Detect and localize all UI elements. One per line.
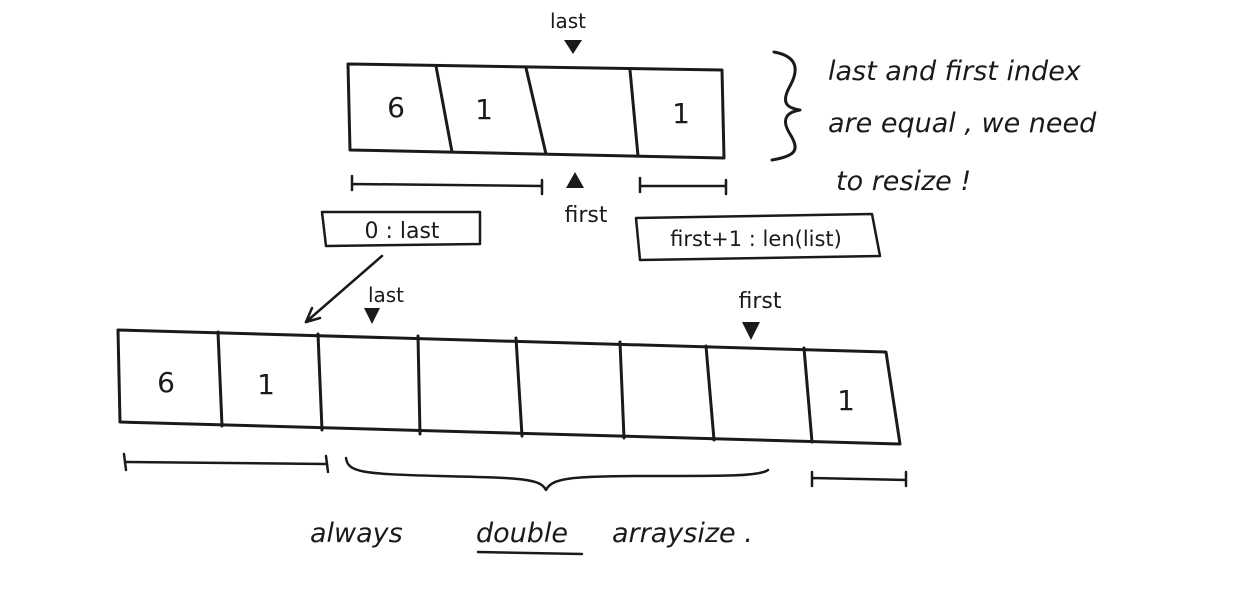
caption-before: always	[310, 518, 403, 549]
top-cell-1: 1	[475, 93, 493, 126]
bottom-last-arrow-icon	[364, 308, 380, 324]
top-left-span	[350, 174, 544, 196]
caption-after: arraysize .	[612, 518, 753, 549]
slice-right-label: first+1 : len(list)	[670, 227, 842, 251]
copy-arrow	[304, 254, 384, 324]
slice-left-label: 0 : last	[364, 219, 439, 244]
bottom-left-span	[122, 452, 330, 474]
bottom-last-label: last	[368, 283, 404, 307]
top-array: 6 1 1	[346, 62, 726, 160]
bottom-first-arrow-icon	[742, 322, 760, 340]
top-right-span	[638, 176, 728, 196]
caption-underline	[476, 550, 584, 556]
bottom-right-span	[810, 470, 908, 488]
top-first-arrow-icon	[566, 172, 584, 188]
note-line-3: to resize !	[836, 166, 971, 197]
top-first-label: first	[565, 203, 608, 228]
top-last-label: last	[550, 9, 586, 33]
bottom-cell-7: 1	[837, 384, 855, 417]
top-last-arrow-icon	[564, 40, 582, 54]
bottom-middle-brace	[344, 456, 770, 492]
copy-arrowhead-icon	[304, 306, 322, 324]
slice-box-left: 0 : last	[320, 210, 482, 248]
bottom-cell-1: 1	[257, 368, 275, 401]
note-line-1: last and first index	[828, 56, 1082, 87]
bottom-array: 6 1 1	[116, 328, 902, 446]
note-line-2: are equal , we need	[828, 108, 1097, 139]
bottom-cell-0: 6	[157, 366, 175, 399]
bottom-first-label: first	[739, 289, 782, 314]
top-cell-3: 1	[672, 97, 690, 130]
note-brace	[770, 50, 802, 162]
caption-emphasis: double	[476, 518, 568, 549]
top-cell-0: 6	[387, 91, 405, 124]
slice-box-right: first+1 : len(list)	[634, 212, 882, 262]
